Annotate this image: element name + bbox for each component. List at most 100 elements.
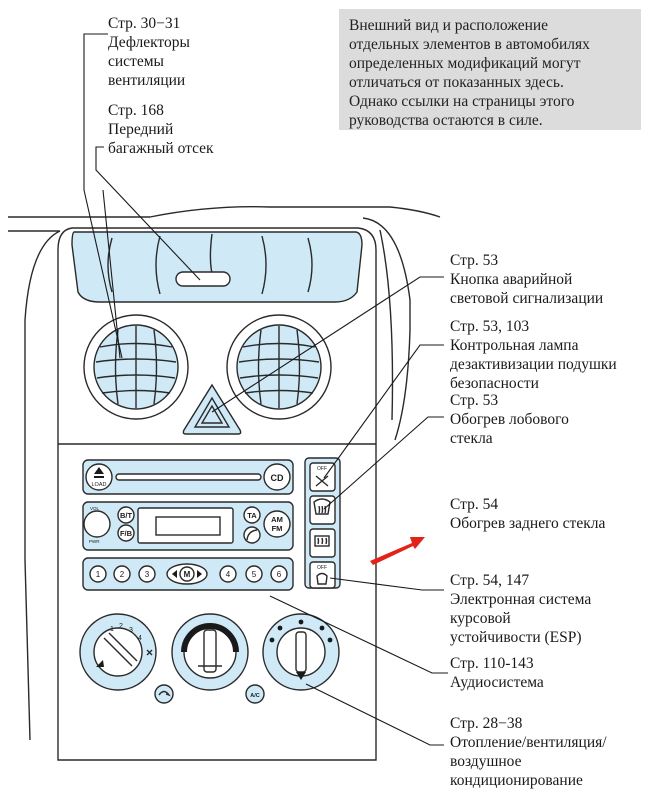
temp-mark-1: 1 (110, 626, 114, 633)
callout-audio: Стр. 110-143 Аудиосистема (450, 654, 544, 692)
bt-button[interactable]: B/T (120, 511, 133, 520)
leader-vents (83, 33, 123, 359)
callout-hazard-page: Стр. 53 (450, 252, 499, 269)
callout-airbag-desc: Контрольная лампа дезактивизации подушки… (450, 337, 617, 392)
callout-hvac-desc: Отопление/вентиляция/ воздушное кондицио… (450, 734, 607, 789)
temp-mark-4: 4 (138, 635, 142, 642)
esp-off-label: OFF (317, 565, 327, 571)
preset-label-4: 4 (226, 570, 231, 579)
callout-esp-desc: Электронная система курсовой устойчивост… (450, 591, 592, 646)
temp-max-icon (146, 649, 153, 656)
dist-feet-defrost-icon (319, 625, 325, 631)
ta-button[interactable]: TA (247, 511, 257, 520)
preset-button-5[interactable]: 5 (245, 565, 263, 583)
leader-trunk (95, 146, 201, 281)
callout-audio-page: Стр. 110-143 (450, 655, 534, 672)
dist-face-feet-icon (277, 625, 283, 631)
preset-buttons: 1 2 3 4 5 6 (89, 565, 288, 583)
callout-esp-page: Стр. 54, 147 (450, 572, 530, 589)
seek-left-icon (172, 570, 177, 578)
leader-windscreen (323, 416, 444, 510)
callout-rear-page: Стр. 54 (450, 496, 499, 513)
leader-lines (83, 33, 448, 746)
air-distribution-knob[interactable] (262, 613, 340, 691)
rear-heat-icon (317, 537, 328, 545)
preset-button-3[interactable]: 3 (138, 565, 156, 583)
seek-right-icon (197, 570, 202, 578)
load-label: LOAD (92, 482, 107, 488)
pwr-label: PWR (89, 539, 100, 544)
right-air-vent[interactable] (226, 314, 332, 420)
dashboard-outline (8, 206, 441, 741)
leader-hvac (305, 683, 444, 746)
callout-audio-desc: Аудиосистема (450, 674, 544, 691)
vol-label: VOL (90, 506, 100, 511)
dist-defrost-icon (327, 637, 333, 643)
mode-button[interactable]: M (166, 563, 208, 585)
dist-face-icon (269, 637, 275, 643)
callout-hvac-page: Стр. 28−38 (450, 715, 523, 732)
preset-label-2: 2 (120, 570, 125, 579)
hazard-button[interactable] (182, 383, 242, 435)
preset-label-6: 6 (277, 570, 282, 579)
preset-label-1: 1 (96, 570, 101, 579)
esp-off-button[interactable]: OFF (316, 565, 328, 585)
temp-mark-2: 2 (119, 623, 123, 630)
windscreen-heat-icon (318, 505, 327, 514)
temp-mark-3: 3 (129, 627, 133, 634)
callout-windscreen-page: Стр. 53 (450, 392, 499, 409)
temperature-knob[interactable] (79, 613, 157, 691)
preset-button-2[interactable]: 2 (113, 565, 131, 583)
fb-button[interactable]: F/B (120, 529, 133, 538)
m-label: M (184, 570, 191, 579)
distribution-icons (269, 619, 333, 643)
top-defroster-vent (71, 231, 363, 303)
callout-vents-page: Стр. 30−31 (108, 15, 181, 32)
leader-hazard (211, 276, 444, 413)
airbag-icon (315, 475, 329, 487)
cd-button[interactable]: CD (271, 473, 284, 483)
leader-esp (329, 577, 444, 591)
callout-rear-desc: Обогрев заднего стекла (450, 515, 606, 532)
rear-window-heat-button[interactable] (314, 535, 330, 547)
callout-hvac: Стр. 28−38 Отопление/вентиляция/ воздушн… (450, 714, 607, 790)
leader-airbag (323, 344, 444, 479)
esp-car-icon (316, 572, 328, 585)
windscreen-heat-button[interactable] (313, 498, 331, 515)
callout-trunk-page: Стр. 168 (108, 102, 164, 119)
red-arrow-icon (370, 537, 425, 565)
load-button[interactable]: LOAD (92, 467, 107, 488)
callout-airbag: Стр. 53, 103 Контрольная лампа дезактиви… (450, 317, 617, 393)
airbag-off-label: OFF (317, 466, 327, 472)
radio-display-panel (82, 501, 294, 551)
callout-vents-desc: Дефлекторы системы вентиляции (108, 34, 190, 89)
phone-icon[interactable] (246, 529, 258, 541)
preset-button-6[interactable]: 6 (270, 565, 288, 583)
leader-vents-2 (102, 189, 121, 359)
callout-esp: Стр. 54, 147 Электронная система курсово… (450, 571, 591, 647)
recirculation-icon (158, 690, 171, 697)
callout-vents: Стр. 30−31 Дефлекторы системы вентиляции (108, 14, 190, 90)
cd-slot-panel (82, 459, 294, 495)
recirculation-button[interactable] (154, 684, 174, 704)
callout-hazard: Стр. 53 Кнопка аварийной световой сигнал… (450, 251, 603, 308)
disclaimer-note: Внешний вид и расположение отдельных эле… (339, 9, 641, 130)
callout-airbag-page: Стр. 53, 103 (450, 318, 530, 335)
callout-windscreen: Стр. 53 Обогрев лобового стекла (450, 391, 569, 448)
preset-label-3: 3 (145, 570, 150, 579)
left-air-vent[interactable] (83, 314, 189, 420)
dist-feet-icon (298, 619, 304, 625)
preset-button-4[interactable]: 4 (219, 565, 237, 583)
fan-speed-knob[interactable] (171, 613, 249, 691)
callout-windscreen-desc: Обогрев лобового стекла (450, 411, 569, 447)
ac-button[interactable]: A/C (245, 684, 265, 704)
callout-hazard-desc: Кнопка аварийной световой сигнализации (450, 271, 604, 307)
ac-label: A/C (250, 693, 260, 699)
callout-trunk: Стр. 168 Передний багажный отсек (108, 101, 214, 158)
preset-button-1[interactable]: 1 (89, 565, 107, 583)
am-label[interactable]: AM (271, 515, 283, 524)
temp-scale: 1 2 3 4 (110, 623, 153, 656)
leader-audio (269, 595, 448, 674)
fm-label[interactable]: FM (272, 524, 283, 533)
